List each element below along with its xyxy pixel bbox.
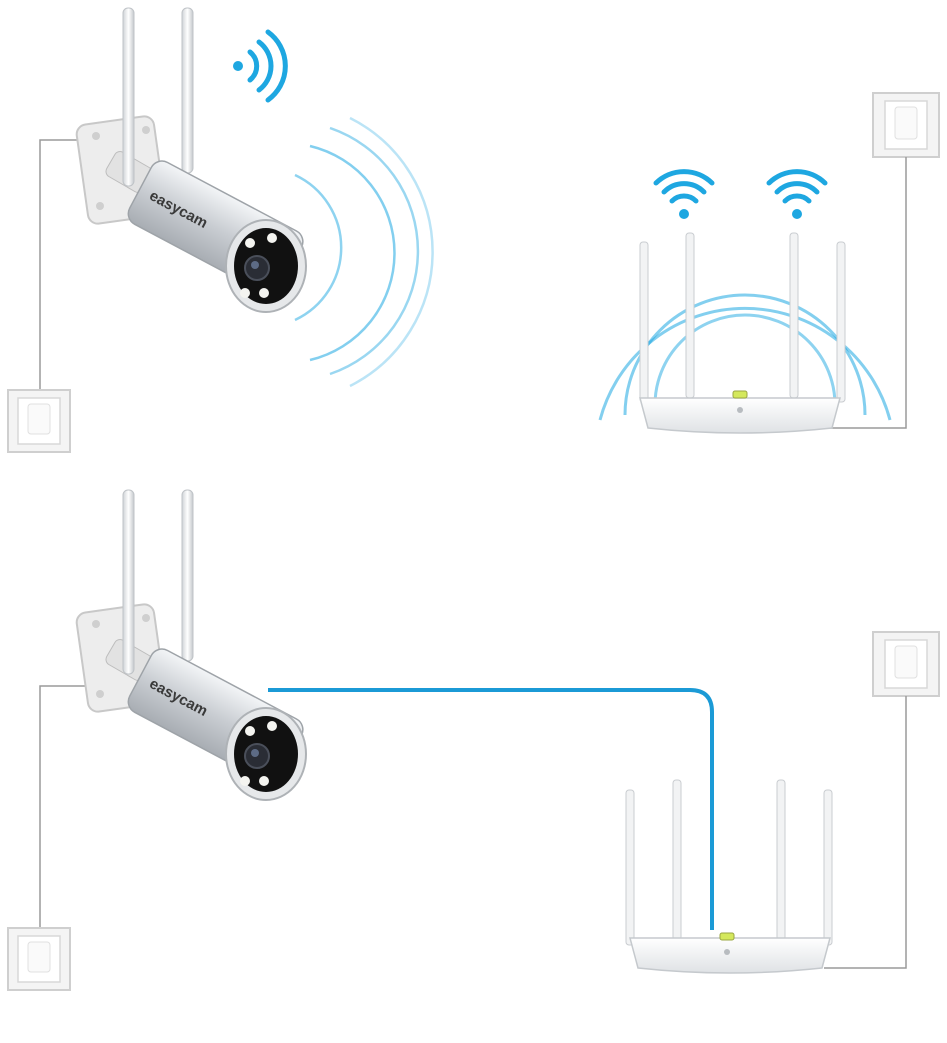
camera-icon: easycam [75, 7, 307, 313]
router-power-wire [824, 696, 907, 969]
router-power-wire [830, 157, 907, 429]
wifi-icon [653, 169, 715, 219]
camera-icon: easycam [75, 489, 307, 801]
wall-outlet [7, 927, 71, 991]
wifi-icon [233, 29, 288, 103]
wall-outlet [7, 389, 71, 453]
router-icon [625, 779, 833, 974]
camera-signal-waves [294, 116, 434, 388]
scene-wired: easycam [7, 489, 940, 991]
scene-wireless: easycam [7, 7, 940, 453]
router-signal-waves [598, 293, 892, 421]
wifi-icon [766, 169, 828, 219]
camera-power-wire [39, 139, 90, 392]
wall-outlet [872, 631, 940, 697]
camera-power-wire [39, 685, 90, 930]
wall-outlet [872, 92, 940, 158]
router-icon [639, 232, 846, 434]
ethernet-cable [268, 688, 714, 930]
